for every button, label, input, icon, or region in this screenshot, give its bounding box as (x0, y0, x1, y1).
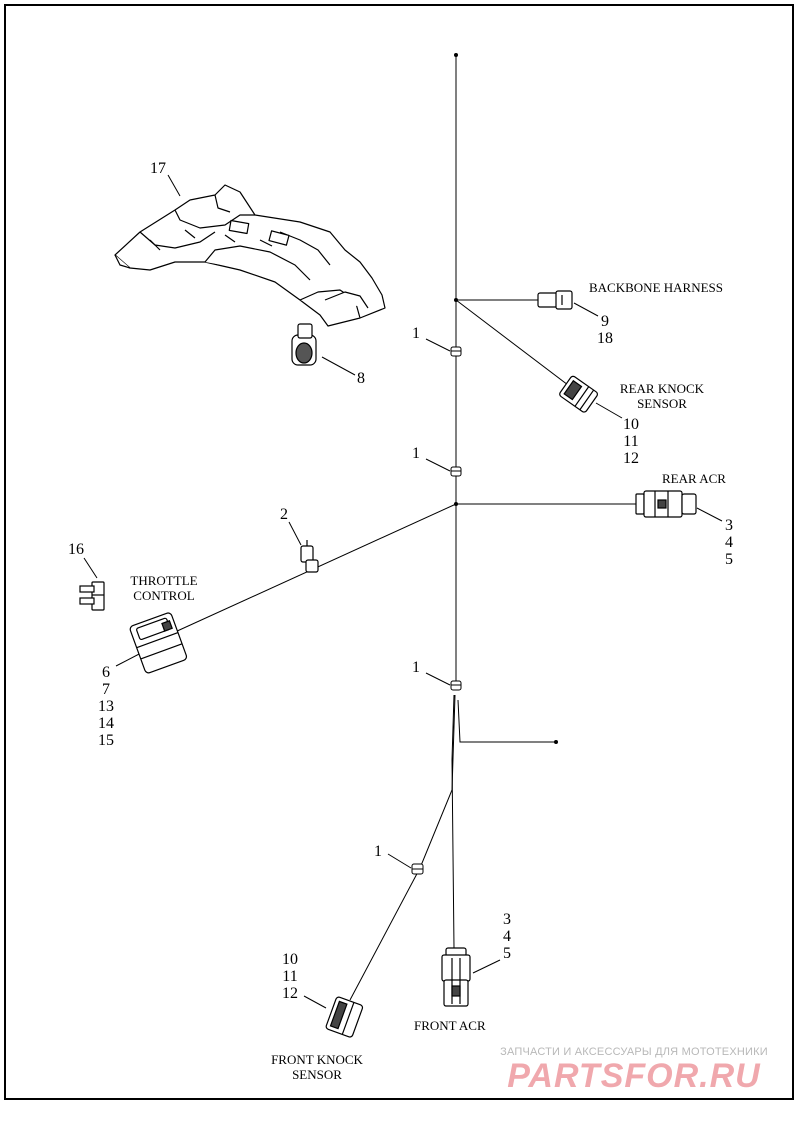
harness-wires (174, 55, 640, 1001)
front-knock-wire (349, 694, 456, 1001)
callout-1-upper: 1 (412, 325, 420, 342)
callout-stack-throttle: 6 7 13 14 15 (98, 664, 114, 749)
callout-12f: 12 (282, 985, 298, 1002)
label-front-acr: FRONT ACR (414, 1018, 486, 1033)
callout-stack-backbone: 9 18 (597, 313, 613, 347)
front-acr-connector (441, 947, 471, 1007)
rear-knock-connector (559, 375, 598, 413)
callout-stack-rear-knock: 10 11 12 (623, 416, 639, 467)
callout-14: 14 (98, 715, 114, 732)
callout-11: 11 (623, 433, 639, 450)
label-front-knock-line2: SENSOR (292, 1067, 342, 1082)
label-rear-acr: REAR ACR (662, 471, 726, 486)
leader-1d (387, 853, 412, 869)
label-throttle-line1: THROTTLE (130, 573, 198, 588)
callout-3: 3 (725, 517, 733, 534)
callout-4: 4 (725, 534, 733, 551)
callout-8: 8 (357, 370, 365, 387)
loose-end-dot (554, 740, 558, 744)
backbone-junction-dot (454, 298, 458, 302)
leader-9 (573, 302, 599, 317)
connector-clip-8 (291, 323, 317, 366)
cable-clip-1b (450, 466, 462, 477)
cable-clip-1a (450, 346, 462, 357)
leader-1b (425, 458, 451, 472)
label-front-knock-sensor: FRONT KNOCK SENSOR (262, 1052, 372, 1082)
throttle-terminal-16 (79, 581, 105, 611)
callout-17: 17 (150, 160, 166, 177)
label-rear-knock-line1: REAR KNOCK (619, 381, 705, 396)
callout-4f: 4 (503, 928, 511, 945)
rear-acr-connector (635, 490, 697, 518)
callout-10: 10 (623, 416, 639, 433)
leader-10f (303, 995, 327, 1009)
callout-11f: 11 (282, 968, 298, 985)
callout-16: 16 (68, 541, 84, 558)
cable-clip-1d (411, 863, 424, 875)
front-acr-wire (451, 694, 455, 949)
leader-3r (696, 507, 723, 522)
callout-18: 18 (597, 330, 613, 347)
leader-lines (83, 174, 723, 1009)
backbone-connector (537, 290, 573, 310)
watermark: ЗАПЧАСТИ И АКСЕССУАРЫ ДЛЯ МОТОТЕХНИКИ PA… (488, 1046, 780, 1094)
rear-knock-branch-wire (455, 299, 569, 386)
callout-3f: 3 (503, 911, 511, 928)
callout-6: 6 (102, 664, 110, 681)
callout-10f: 10 (282, 951, 298, 968)
leader-1a (425, 338, 451, 352)
throttle-control-connector (129, 612, 188, 674)
label-front-knock-line1: FRONT KNOCK (271, 1052, 363, 1067)
leader-8 (321, 356, 356, 376)
label-rear-knock-line2: SENSOR (637, 396, 687, 411)
callout-5f: 5 (503, 945, 511, 962)
harness-clip-2 (300, 540, 319, 573)
callout-5: 5 (725, 551, 733, 568)
trunk-end-dot (454, 53, 458, 57)
leader-1c (425, 672, 451, 686)
label-backbone-harness: BACKBONE HARNESS (589, 280, 723, 295)
label-throttle-line2: CONTROL (133, 588, 195, 603)
callout-12: 12 (623, 450, 639, 467)
callout-stack-front-acr: 3 4 5 (503, 911, 511, 962)
watermark-tagline: ЗАПЧАСТИ И АКСЕССУАРЫ ДЛЯ МОТОТЕХНИКИ (500, 1046, 768, 1058)
loose-end-wire (457, 699, 556, 743)
callout-1-front: 1 (374, 843, 382, 860)
callout-stack-rear-acr: 3 4 5 (725, 517, 733, 568)
callout-2: 2 (280, 506, 288, 523)
diagram-frame (4, 4, 794, 1100)
callout-1-lower: 1 (412, 659, 420, 676)
label-throttle-control: THROTTLE CONTROL (118, 573, 210, 603)
callout-9: 9 (601, 313, 609, 330)
callout-1-middle: 1 (412, 445, 420, 462)
leader-2 (288, 521, 302, 546)
rear-acr-junction-dot (454, 502, 458, 506)
label-rear-knock-sensor: REAR KNOCK SENSOR (612, 381, 712, 411)
harness-bracket-17 (114, 184, 386, 327)
leader-10r (595, 402, 623, 419)
leader-3f (472, 959, 501, 974)
callout-7: 7 (102, 681, 110, 698)
cable-clip-1c (450, 680, 462, 691)
callout-15: 15 (98, 732, 114, 749)
leader-17 (167, 174, 181, 197)
callout-13: 13 (98, 698, 114, 715)
callout-stack-front-knock: 10 11 12 (282, 951, 298, 1002)
watermark-logo: PARTSFOR.RU (507, 1057, 761, 1095)
front-knock-connector (325, 996, 364, 1038)
leader-16 (83, 557, 98, 579)
